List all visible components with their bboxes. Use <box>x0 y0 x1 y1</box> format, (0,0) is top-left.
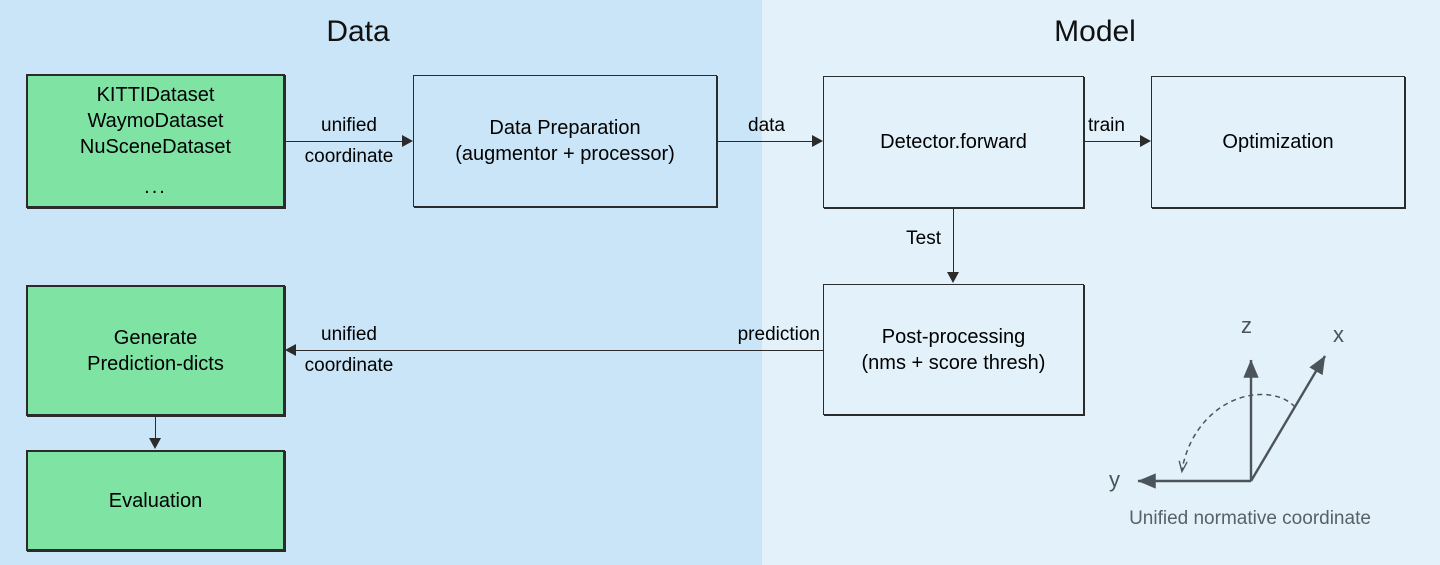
node-generate-prediction-dicts-line-1: Generate <box>113 326 198 349</box>
edge-label-coordinate-bottom: coordinate <box>304 355 394 376</box>
coordinate-axis-y-label: y <box>1109 467 1120 492</box>
edge-label-train: train <box>1088 115 1125 136</box>
edge-detector-to-optimization-line <box>1084 141 1140 142</box>
node-generate-prediction-dicts[interactable]: Generate Prediction-dicts <box>26 285 285 416</box>
node-generate-prediction-dicts-line-2: Prediction-dicts <box>87 352 224 375</box>
node-detector-forward[interactable]: Detector.forward <box>823 76 1084 208</box>
edge-post-to-generate-arrowhead <box>285 344 296 356</box>
coordinate-frame: z x y <box>1080 300 1420 550</box>
edge-datasets-to-preparation-arrowhead <box>402 135 413 147</box>
coordinate-rotation-arc <box>1182 393 1296 471</box>
node-datasets[interactable]: KITTIDataset WaymoDataset NuSceneDataset… <box>26 74 285 208</box>
node-evaluation[interactable]: Evaluation <box>26 450 285 551</box>
node-evaluation-line-1: Evaluation <box>108 489 203 512</box>
coordinate-axes-svg <box>1137 355 1327 489</box>
edge-label-unified-bottom: unified <box>321 324 377 345</box>
edge-detector-to-optimization-arrowhead <box>1140 135 1151 147</box>
edge-label-unified-top: unified <box>321 115 377 136</box>
panel-title-model: Model <box>1054 15 1136 48</box>
edge-preparation-to-detector-arrowhead <box>812 135 823 147</box>
edge-label-data: data <box>748 115 785 136</box>
node-detector-forward-line-1: Detector.forward <box>880 131 1027 153</box>
edge-detector-to-post-arrowhead <box>947 272 959 283</box>
edge-label-coordinate-top: coordinate <box>304 146 394 167</box>
node-datasets-line-1: KITTIDataset <box>96 84 215 106</box>
coordinate-axis-x-label: x <box>1333 322 1344 347</box>
node-data-preparation-line-2: (augmentor + processor) <box>455 143 675 165</box>
node-data-preparation-line-1: Data Preparation <box>489 117 641 139</box>
edge-label-prediction: prediction <box>737 324 820 345</box>
edge-preparation-to-detector-line <box>717 141 812 142</box>
edge-post-to-generate-line <box>296 350 823 351</box>
coordinate-frame-caption: Unified normative coordinate <box>1129 508 1371 529</box>
node-optimization-line-1: Optimization <box>1222 131 1334 153</box>
edge-generate-to-evaluation-arrowhead <box>149 438 161 449</box>
coordinate-axis-z-label: z <box>1241 313 1252 338</box>
edge-label-test: Test <box>906 228 941 249</box>
node-optimization[interactable]: Optimization <box>1151 76 1405 208</box>
panel-model <box>762 0 1440 565</box>
edge-detector-to-post-line <box>953 208 954 272</box>
coordinate-axis-x-line <box>1249 355 1327 482</box>
panel-title-data: Data <box>326 15 390 48</box>
edge-generate-to-evaluation-line <box>155 416 156 438</box>
node-post-processing-line-1: Post-processing <box>881 325 1026 348</box>
node-post-processing[interactable]: Post-processing (nms + score thresh) <box>823 284 1084 415</box>
edge-datasets-to-preparation-line <box>285 141 402 142</box>
node-datasets-line-2: WaymoDataset <box>87 110 224 132</box>
node-data-preparation[interactable]: Data Preparation (augmentor + processor) <box>413 75 717 207</box>
node-datasets-ellipsis: ... <box>144 176 167 198</box>
node-datasets-line-3: NuSceneDataset <box>79 136 232 158</box>
node-post-processing-line-2: (nms + score thresh) <box>861 351 1046 374</box>
